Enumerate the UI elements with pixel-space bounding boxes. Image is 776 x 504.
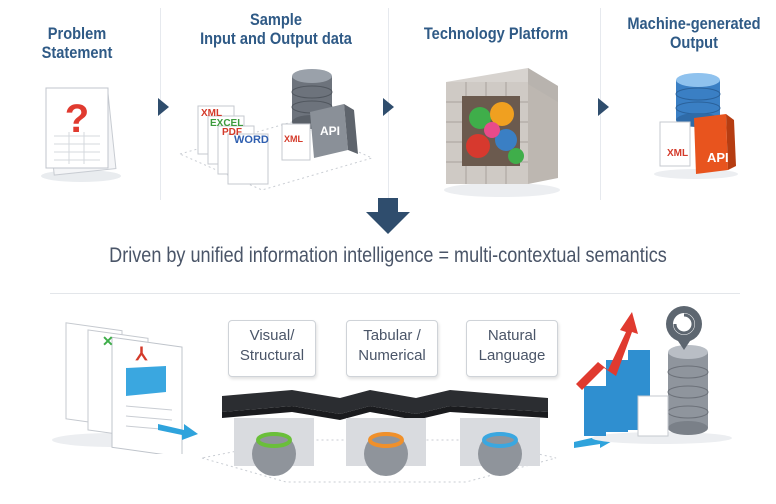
input-documents-icon: ⅄ ✕ [52,322,183,454]
output-xml-tag: XML [667,148,689,159]
step-title-machine-output: Machine-generated Output [627,14,761,52]
svg-text:⅄: ⅄ [135,344,148,364]
sample-xml-tag: XML [284,134,303,144]
doc-label-pdf: PDF [222,127,242,138]
context-tabular-numerical: Tabular /Numerical [346,320,438,377]
sample-data-illustration [178,69,374,191]
section-divider [50,293,740,294]
doc-label-xml: XML [201,108,223,119]
svg-text:?: ? [65,97,89,141]
sample-api-tag: API [320,124,341,138]
step-title-problem-statement: Problem Statement [41,24,113,62]
question-document-icon: ? [41,87,121,182]
analytics-output-icon [576,306,732,444]
flow-arrow-icon [598,98,609,116]
step-title-sample-data: Sample Input and Output data [200,10,352,48]
doc-stack [197,105,269,185]
step-title-technology-platform: Technology Platform [423,24,569,43]
doc-label-excel: EXCEL [210,118,244,129]
gear-icon [252,432,296,476]
machine-output-illustration [654,73,738,179]
processing-platform [201,390,557,483]
technology-platform-icon [444,68,560,197]
flow-arrow-icon [158,98,169,116]
svg-text:✕: ✕ [102,333,114,349]
tagline: Driven by unified information intelligen… [109,244,667,267]
output-api-tag: API [707,150,729,165]
context-visual-structural: Visual/Structural [228,320,316,377]
flow-arrow-icon [383,98,394,116]
doc-label-word: WORD [234,134,269,146]
gear-icon [364,432,408,476]
down-arrow-icon [366,198,410,234]
gear-icon [478,432,522,476]
input-arrow-icon [158,424,198,440]
